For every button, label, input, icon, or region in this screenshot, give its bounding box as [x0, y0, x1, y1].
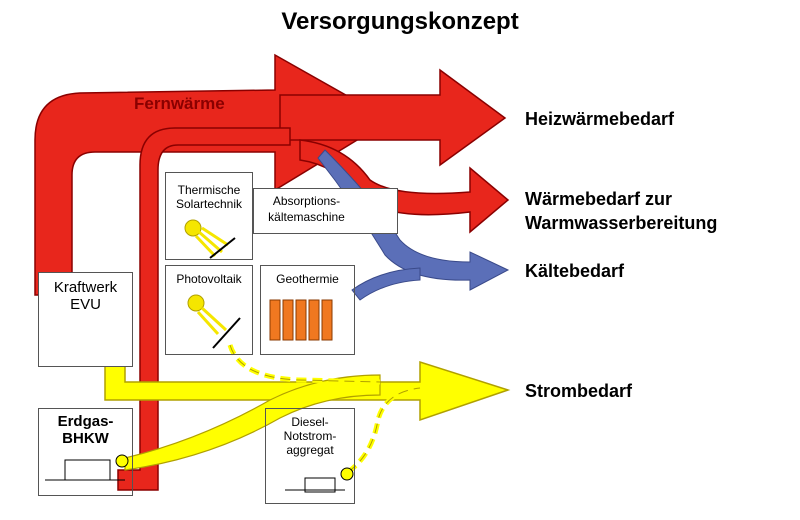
geothermal-box: Geothermie: [260, 265, 355, 355]
fernwaerme-label: Fernwärme: [134, 94, 225, 113]
solar-thermal-rays: [194, 226, 229, 258]
diesel-label-2: Notstrom-: [283, 429, 337, 443]
output-cooling: Kältebedarf: [525, 261, 625, 281]
absorption-label-1: Absorptions-: [272, 194, 341, 208]
absorption-label-2: kältemaschine: [268, 210, 345, 224]
geothermal-cold-flow: [351, 267, 421, 301]
solar-thermal-label-2: Solartechnik: [175, 197, 243, 211]
bhkw-engine-icon: [45, 459, 125, 481]
diesel-generator-icon: [340, 467, 354, 481]
page-title: Versorgungskonzept: [281, 8, 519, 35]
diesel-power-dashed-outline: [347, 387, 421, 473]
bhkw-power-flow: [124, 374, 381, 471]
bhkw-label-1: Erdgas-: [57, 413, 114, 430]
diesel-label-3: aggregat: [286, 443, 334, 457]
pv-power-dashed-outline: [229, 344, 381, 383]
geothermal-probes-icon: [269, 299, 333, 341]
bhkw-heat-pipe: [117, 127, 291, 491]
pv-sun-icon: [187, 294, 205, 312]
bhkw-label-2: BHKW: [62, 430, 109, 447]
solar-collector-icon: [209, 237, 236, 259]
diesel-engine-icon: [285, 477, 345, 493]
output-hotwater-line1: Wärmebedarf zur: [525, 189, 673, 209]
solar-thermal-label-1: Thermische: [177, 183, 241, 197]
pv-rays: [196, 306, 228, 336]
kraftwerk-label-2: EVU: [70, 296, 101, 313]
kraftwerk-label-1: Kraftwerk: [53, 279, 118, 296]
kraftwerk-box: Kraftwerk EVU: [38, 272, 133, 367]
pv-box: Photovoltaik: [165, 265, 253, 355]
output-power: Strombedarf: [525, 381, 633, 401]
output-heating: Heizwärmebedarf: [525, 109, 675, 129]
bhkw-generator-icon: [115, 454, 129, 468]
absorption-box: Absorptions- kältemaschine: [253, 188, 398, 234]
diesel-label-1: Diesel-: [291, 415, 329, 429]
output-hotwater-line2: Warmwasserbereitung: [525, 213, 718, 233]
geothermal-label: Geothermie: [276, 272, 339, 286]
solar-thermal-sun-icon: [184, 219, 202, 237]
diesel-box: Diesel- Notstrom- aggregat: [265, 408, 355, 504]
bhkw-box: Erdgas- BHKW: [38, 408, 133, 496]
heating-arrow: [279, 68, 507, 167]
pv-panel-icon: [212, 317, 241, 349]
solar-thermal-box: Thermische Solartechnik: [165, 172, 253, 260]
pv-label: Photovoltaik: [176, 272, 242, 286]
